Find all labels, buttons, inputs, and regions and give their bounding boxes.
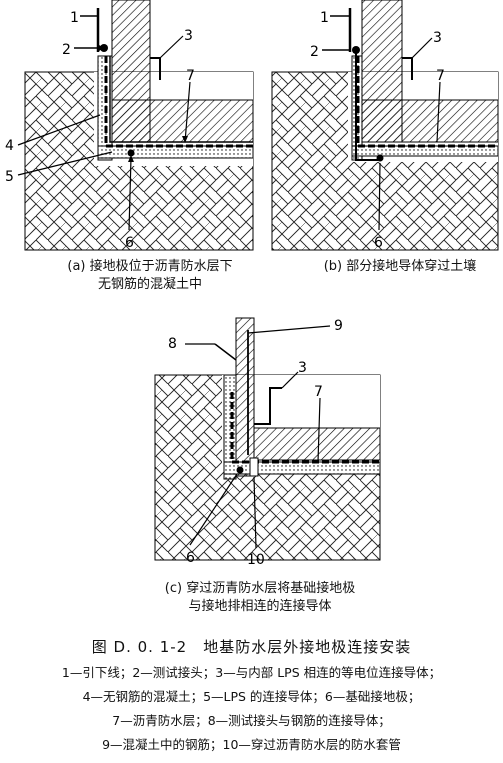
test-joint-connection-conductor bbox=[214, 343, 237, 361]
label-3: 3 bbox=[184, 28, 193, 44]
panel-b: 1 2 3 6 7 bbox=[271, 0, 499, 251]
waterproof-layer bbox=[356, 56, 498, 148]
waterproof-layer bbox=[104, 56, 253, 148]
waterproof-layer bbox=[230, 392, 380, 464]
legend-line-2: 4—无钢筋的混凝土；5—LPS 的连接导体；6—基础接地极； bbox=[82, 689, 421, 704]
figure-title: 图 D. 0. 1-2 地基防水层外接地极连接安装 bbox=[91, 638, 412, 656]
label-3: 3 bbox=[433, 30, 442, 46]
caption-a-line1: (a) 接地极位于沥青防水层下 bbox=[67, 259, 233, 274]
caption-c: (c) 穿过沥青防水层将基础接地极 与接地排相连的连接导体 bbox=[130, 580, 390, 616]
caption-c-line2: 与接地排相连的连接导体 bbox=[188, 599, 332, 614]
legend-line-3: 7—沥青防水层；8—测试接头与钢筋的连接导体； bbox=[112, 713, 391, 728]
caption-a-line2: 无钢筋的混凝土中 bbox=[97, 277, 202, 292]
label-6: 6 bbox=[374, 235, 383, 251]
label-4: 4 bbox=[5, 138, 14, 154]
unreinforced-concrete-bottom bbox=[223, 461, 381, 475]
legend-line-4: 9—混凝土中的钢筋；10—穿过沥青防水层的防水套管 bbox=[102, 737, 401, 752]
label-9: 9 bbox=[334, 318, 343, 334]
slab bbox=[111, 99, 254, 143]
panel-a: 1 2 3 4 5 6 7 bbox=[5, 0, 254, 251]
slab bbox=[253, 427, 381, 461]
label-6: 6 bbox=[125, 235, 134, 251]
foundation-earth-electrode bbox=[127, 149, 135, 157]
caption-b: (b) 部分接地导体穿过土壤 bbox=[300, 258, 500, 276]
unreinforced-concrete-bottom bbox=[97, 145, 254, 159]
panel-c: 8 9 3 7 6 10 bbox=[154, 317, 381, 568]
label-8: 8 bbox=[168, 336, 177, 352]
caption-b-line1: (b) 部分接地导体穿过土壤 bbox=[323, 259, 477, 274]
earth-conductor-through-soil bbox=[355, 52, 378, 161]
label-1: 1 bbox=[320, 10, 329, 26]
label-7: 7 bbox=[436, 68, 445, 84]
test-joint bbox=[352, 46, 360, 54]
legend-line-1: 1—引下线；2—测试接头；3—与内部 LPS 相连的等电位连接导体； bbox=[61, 665, 442, 680]
bonding-conductor bbox=[254, 387, 282, 425]
slab bbox=[361, 99, 499, 143]
label-6: 6 bbox=[186, 550, 195, 566]
label-7: 7 bbox=[186, 68, 195, 84]
label-2: 2 bbox=[62, 42, 71, 58]
label-3: 3 bbox=[298, 360, 307, 376]
wall bbox=[235, 317, 255, 477]
label-2: 2 bbox=[310, 44, 319, 60]
label-1: 1 bbox=[70, 10, 79, 26]
label-5: 5 bbox=[5, 169, 14, 185]
label-7: 7 bbox=[314, 384, 323, 400]
waterproof-sleeve bbox=[249, 457, 259, 477]
foundation-earth-electrode bbox=[376, 154, 384, 162]
caption-a: (a) 接地极位于沥青防水层下 无钢筋的混凝土中 bbox=[40, 258, 260, 294]
foundation-earthing-diagram: 1 2 3 4 5 6 7 1 2 3 6 7 bbox=[5, 0, 499, 568]
waterproof-layer-inner bbox=[109, 56, 253, 143]
foundation-earth-electrode bbox=[236, 466, 244, 474]
label-10: 10 bbox=[247, 552, 265, 568]
caption-c-line1: (c) 穿过沥青防水层将基础接地极 bbox=[164, 581, 356, 596]
